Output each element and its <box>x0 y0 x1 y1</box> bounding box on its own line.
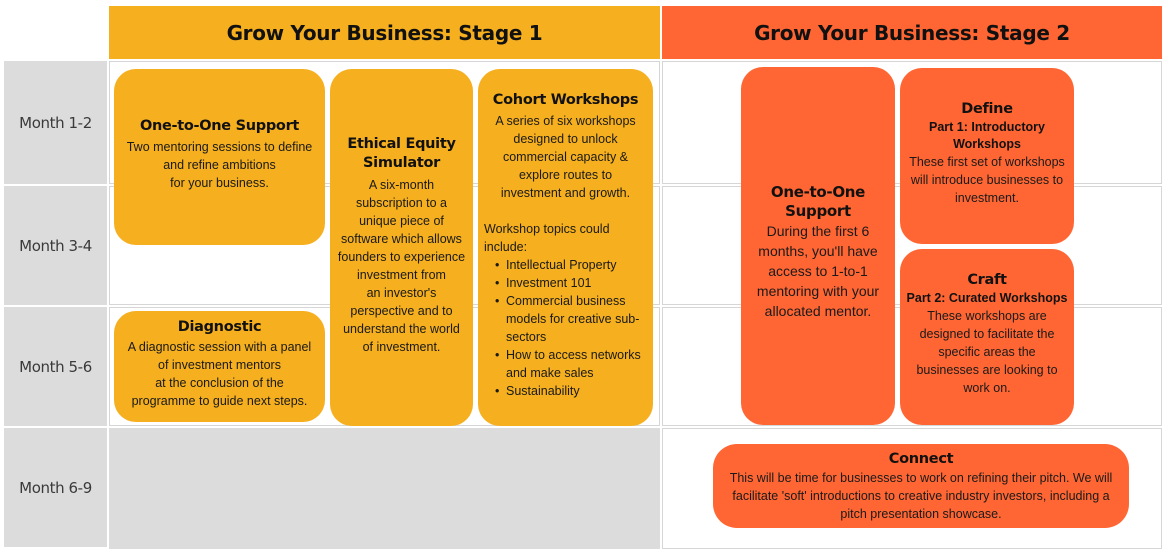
body-line: understand the world <box>343 322 460 336</box>
body-line: These workshops are <box>927 309 1047 323</box>
topics-list: Intellectual Property Investment 101 Com… <box>478 256 641 400</box>
body-line: investment. <box>955 191 1019 205</box>
card-ethical-equity-simulator: Ethical Equity Simulator A six-month sub… <box>330 69 473 426</box>
body-line: an investor's <box>366 286 437 300</box>
list-item: Investment 101 <box>484 274 641 292</box>
card-cohort-workshops: Cohort Workshops A series of six worksho… <box>478 69 653 426</box>
body-line: designed to unlock <box>513 132 618 146</box>
body-line: founders to experience <box>337 250 466 264</box>
topics-intro: Workshop topics could include: <box>478 220 610 256</box>
stage2-header: Grow Your Business: Stage 2 <box>662 6 1162 59</box>
row-label-month-3-4: Month 3-4 <box>4 186 107 305</box>
body-line: unique piece of <box>359 214 444 228</box>
card-body: A diagnostic session with a panel of inv… <box>128 338 311 410</box>
subtitle-line: Part 1: Introductory <box>929 120 1045 134</box>
body-line: pitch presentation showcase. <box>840 507 1002 521</box>
body-line: work on. <box>963 381 1011 395</box>
card-body: This will be time for businesses to work… <box>730 469 1113 523</box>
body-line: businesses are looking to <box>916 363 1058 377</box>
card-title: One-to-One Support <box>770 183 866 220</box>
card-body: Two mentoring sessions to define and ref… <box>127 138 313 192</box>
body-line: designed to facilitate the <box>919 327 1055 341</box>
card-body: These workshops are designed to facilita… <box>916 307 1057 397</box>
body-line: for your business. <box>170 176 269 190</box>
card-title: Connect <box>888 451 954 467</box>
card-define: Define Part 1: Introductory Workshops Th… <box>900 68 1074 244</box>
body-line: will introduce businesses to <box>910 173 1064 187</box>
body-line: facilitate 'soft' introductions to creat… <box>732 489 1110 503</box>
row-label-month-5-6: Month 5-6 <box>4 307 107 426</box>
intro-line: include: <box>484 240 528 254</box>
card-title: Craft <box>967 272 1007 288</box>
card-body: These first set of workshops will introd… <box>909 153 1065 207</box>
body-line: specific areas the <box>938 345 1036 359</box>
card-title: Ethical Equity Simulator <box>347 135 456 173</box>
body-line: months, you'll have <box>758 243 878 259</box>
body-line: A series of six workshops <box>495 114 636 128</box>
body-line: software which allows <box>341 232 462 246</box>
intro-line: Workshop topics could <box>484 222 610 236</box>
body-line: A six-month <box>368 178 435 192</box>
stage1-header: Grow Your Business: Stage 1 <box>109 6 660 59</box>
body-line: A diagnostic session with a panel <box>127 340 312 354</box>
title-line: Ethical Equity <box>347 136 456 152</box>
body-line: During the first 6 <box>766 223 870 239</box>
card-subtitle: Part 1: Introductory Workshops <box>929 119 1045 153</box>
subtitle-line: Part 2: Curated Workshops <box>906 291 1068 305</box>
card-subtitle: Part 2: Curated Workshops <box>907 290 1068 307</box>
card-craft: Craft Part 2: Curated Workshops These wo… <box>900 249 1074 425</box>
body-line: of investment mentors <box>158 358 281 372</box>
card-title: Cohort Workshops <box>492 92 639 108</box>
body-line: commercial capacity & <box>502 150 629 164</box>
body-line: and refine ambitions <box>163 158 276 172</box>
body-line: perspective and to <box>350 304 453 318</box>
title-line: Simulator <box>363 155 440 171</box>
card-title: Diagnostic <box>177 319 262 335</box>
card-connect: Connect This will be time for businesses… <box>713 444 1129 528</box>
card-body: A six-month subscription to a unique pie… <box>338 176 465 356</box>
body-line: at the conclusion of the <box>155 376 284 390</box>
body-line: These first set of workshops <box>909 155 1065 169</box>
body-line: explore routes to <box>518 168 613 182</box>
body-line: investment from <box>357 268 446 282</box>
card-one-to-one-support-stage1: One-to-One Support Two mentoring session… <box>114 69 325 245</box>
row-label-month-6-9: Month 6-9 <box>4 428 107 547</box>
body-line: investment and growth. <box>500 186 631 200</box>
body-line: access to 1-to-1 <box>768 263 868 279</box>
card-body: A series of six workshops designed to un… <box>495 112 635 202</box>
subtitle-line: Workshops <box>953 137 1021 151</box>
list-item: Commercial business models for creative … <box>484 292 641 346</box>
grid-cell-empty <box>109 428 660 549</box>
list-item: Sustainability <box>484 382 641 400</box>
body-line: of investment. <box>362 340 441 354</box>
row-label-month-1-2: Month 1-2 <box>4 61 107 184</box>
card-diagnostic: Diagnostic A diagnostic session with a p… <box>114 311 325 422</box>
body-line: This will be time for businesses to work… <box>729 471 1113 485</box>
body-line: Two mentoring sessions to define <box>126 140 313 154</box>
body-line: subscription to a <box>355 196 447 210</box>
card-one-to-one-support-stage2: One-to-One Support During the first 6 mo… <box>741 67 895 425</box>
list-item: Intellectual Property <box>484 256 641 274</box>
body-line: allocated mentor. <box>764 303 872 319</box>
body-line: programme to guide next steps. <box>131 394 308 408</box>
card-body: During the first 6 months, you'll have a… <box>757 221 879 321</box>
card-title: One-to-One Support <box>139 118 300 134</box>
card-title: Define <box>961 101 1013 117</box>
body-line: mentoring with your <box>756 283 880 299</box>
list-item: How to access networks and make sales <box>484 346 641 382</box>
